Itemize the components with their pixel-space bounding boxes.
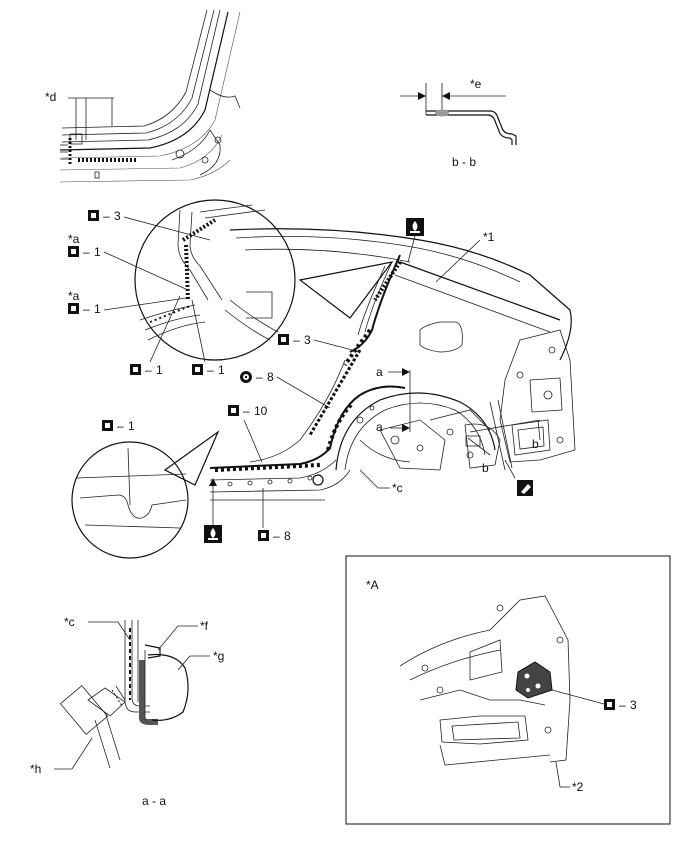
count-10: 10 xyxy=(254,404,268,418)
sealer-icons xyxy=(204,218,424,543)
section-label-a-a: a - a xyxy=(142,794,166,808)
dash-1e: – xyxy=(117,419,124,433)
section-b-b: *e b - b xyxy=(400,77,517,169)
label-c-main: *c xyxy=(392,481,403,495)
dash-1c: – xyxy=(145,363,152,377)
label-c-section: *c xyxy=(64,615,75,629)
sealer-icon-top xyxy=(406,218,424,263)
section-marker-b-upper: b xyxy=(532,437,539,451)
weld-symbol-labels: – 3 *a – 1 *a – 1 – 1 – 1 – 3 – 8 xyxy=(68,209,361,543)
count-1-e: 1 xyxy=(128,419,135,433)
section-marker-a-lower: a xyxy=(376,420,383,434)
dash-8b: – xyxy=(273,529,280,543)
label-A: *A xyxy=(366,578,379,592)
count-3-mid: 3 xyxy=(304,333,311,347)
count-1-c: 1 xyxy=(156,363,163,377)
count-8-bottom: 8 xyxy=(284,529,291,543)
label-e: *e xyxy=(470,77,482,91)
dash-1b: – xyxy=(83,302,90,316)
label-a-second: *a xyxy=(68,289,80,303)
label-a-first: *a xyxy=(68,232,80,246)
dash-1d: – xyxy=(207,363,214,377)
dash-3c: – xyxy=(619,698,626,712)
label-f: *f xyxy=(200,619,209,633)
label-d: *d xyxy=(45,90,56,104)
section-marker-a-upper: a xyxy=(376,365,383,379)
count-1-b: 1 xyxy=(94,302,101,316)
count-1-a: 1 xyxy=(94,245,101,259)
count-3-inset: 3 xyxy=(630,698,637,712)
count-1-d: 1 xyxy=(218,363,225,377)
count-8-mid: 8 xyxy=(267,370,274,384)
section-label-b-b: b - b xyxy=(452,155,476,169)
section-marker-b-lower: b xyxy=(482,461,489,475)
dash-1a: – xyxy=(83,245,90,259)
detail-d: *d xyxy=(45,9,241,183)
dash-8a: – xyxy=(256,370,263,384)
quarter-panel-main: a a b b *1 *c xyxy=(209,228,576,501)
section-a-a: *c *f *g *h a - a xyxy=(30,615,224,808)
dash-3a: – xyxy=(103,209,110,223)
sealer-icon-bottom xyxy=(204,478,222,543)
dash-10: – xyxy=(243,404,250,418)
label-g: *g xyxy=(213,649,224,663)
label-star-1: *1 xyxy=(483,230,495,244)
magnifier-upper xyxy=(134,199,394,361)
magnifier-lower xyxy=(71,430,220,559)
label-h: *h xyxy=(30,762,41,776)
dash-3b: – xyxy=(293,333,300,347)
inset-A: *A – 3 *2 xyxy=(345,555,671,825)
label-2: *2 xyxy=(572,780,584,794)
count-3-top: 3 xyxy=(114,209,121,223)
